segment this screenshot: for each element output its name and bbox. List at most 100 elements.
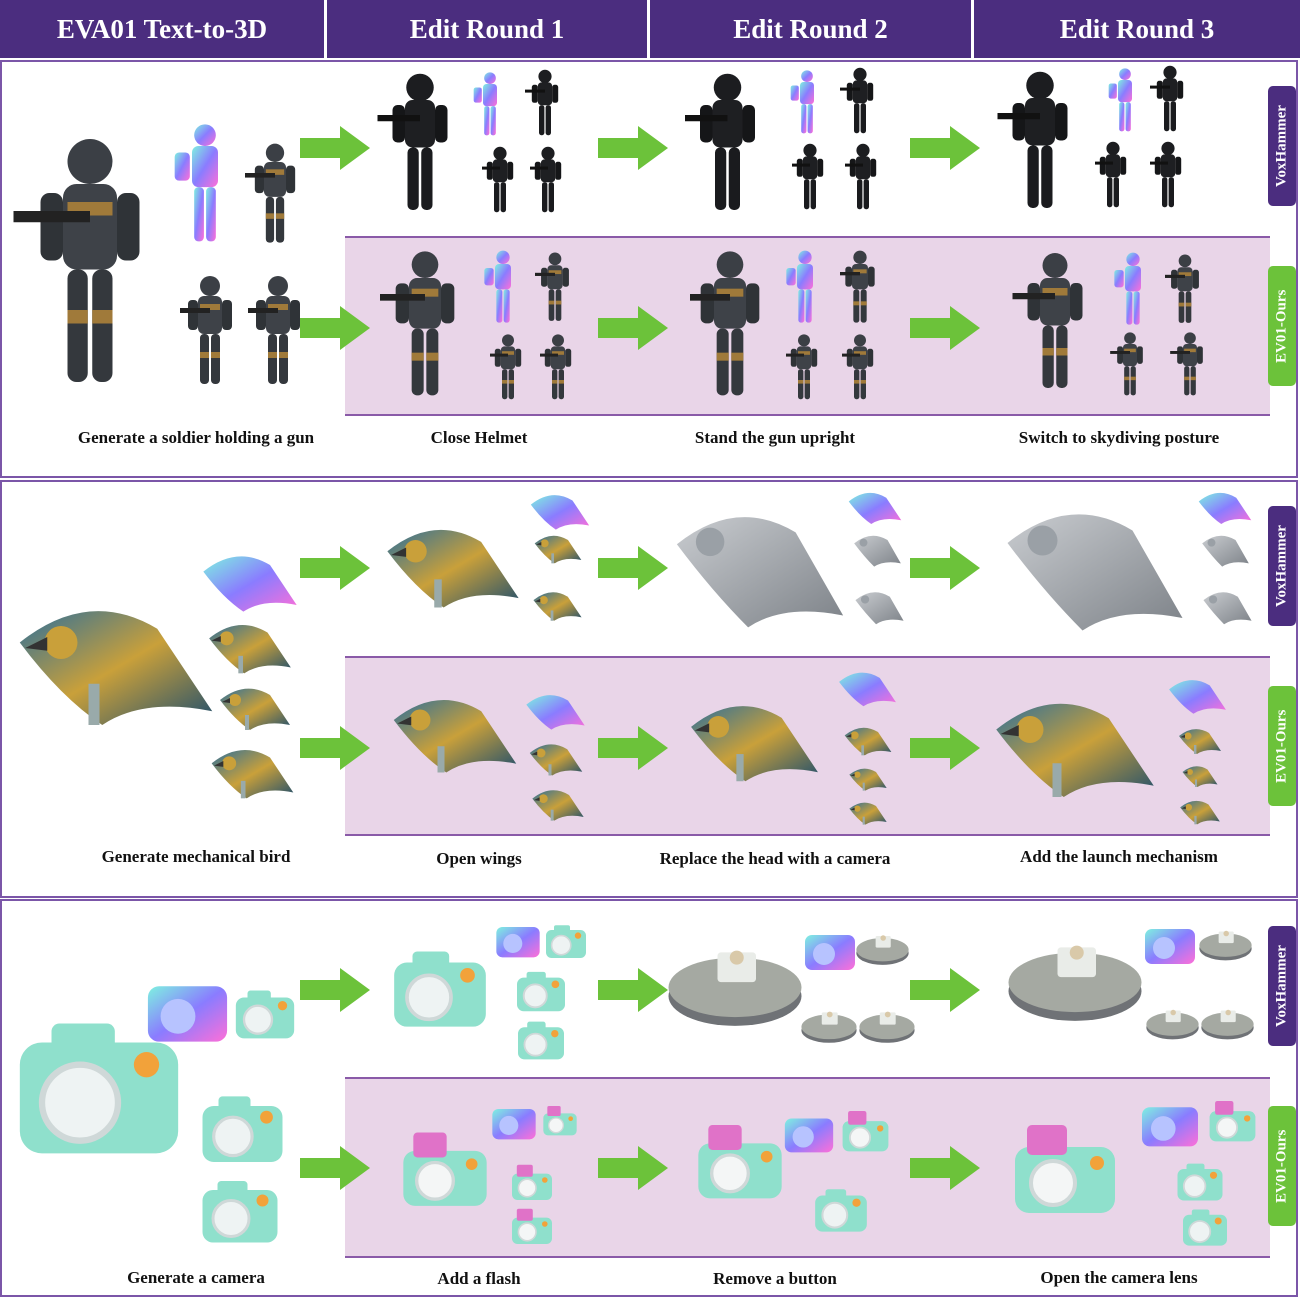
caption-open-lens: Open the camera lens	[1040, 1268, 1198, 1287]
vox-r3-bird-view	[1200, 572, 1255, 642]
bird-view	[215, 680, 295, 740]
caption-generate-soldier: Generate a soldier holding a gun	[77, 428, 315, 447]
vox-r3-normal	[1140, 918, 1200, 970]
tag-voxhammer: VoxHammer	[1268, 506, 1296, 626]
ours-r2-view	[840, 248, 880, 328]
ours-r3-normal	[1135, 1096, 1205, 1152]
arrow-icon	[300, 968, 370, 1012]
caption-skydiving: Switch to skydiving posture	[1018, 428, 1220, 447]
ours-r2-normal	[780, 248, 830, 328]
arrow-icon	[300, 306, 370, 350]
ours-r2-bird-view	[838, 722, 898, 762]
vox-r3-disk	[1005, 918, 1145, 1038]
header-row: EVA01 Text-to-3D Edit Round 1 Edit Round…	[0, 0, 1300, 58]
caption-remove-button: Remove a button	[713, 1269, 837, 1288]
caption-replace-head: Replace the head with a camera	[659, 849, 891, 868]
ours-r2-bird-view	[838, 764, 898, 796]
vox-r2-soldier	[680, 70, 775, 220]
camera-front-view	[190, 1090, 295, 1170]
vox-r2-disk	[665, 928, 805, 1038]
vox-r2-view	[845, 142, 881, 214]
ours-r2-camera	[690, 1110, 790, 1220]
ours-r3-view	[1165, 330, 1215, 400]
caption-close-helmet: Close Helmet	[430, 428, 528, 447]
vox-r2-view	[800, 1000, 858, 1050]
ours-r3-view	[1105, 330, 1155, 400]
header-round-3: Edit Round 3	[974, 0, 1300, 58]
caption-open-wings: Open wings	[436, 849, 522, 868]
ours-band-camera	[345, 1079, 1270, 1256]
caption-stand-gun: Stand the gun upright	[694, 428, 856, 447]
ours-r3-view	[1175, 1206, 1235, 1250]
vox-r1-camera-view	[512, 1018, 570, 1064]
vox-r1-bird	[378, 490, 528, 650]
ours-r3-bird-normal	[1165, 670, 1230, 725]
vox-r1-bird-view	[528, 530, 588, 570]
ours-r2-view	[842, 330, 878, 406]
soldier-back-view	[245, 140, 305, 250]
arrow-icon	[598, 546, 668, 590]
ours-r3-soldier	[1010, 248, 1100, 398]
caption-launch-mechanism: Add the launch mechanism	[1020, 847, 1218, 866]
vox-r1-camera	[385, 915, 495, 1065]
vox-r1-camera-view	[542, 918, 590, 966]
arrow-icon	[598, 968, 668, 1012]
arrow-icon	[910, 306, 980, 350]
ours-r3-bird-view	[1170, 796, 1230, 830]
ours-r1-bird-normal	[518, 688, 593, 738]
ours-r3-bird-view	[1170, 762, 1230, 792]
arrow-icon	[598, 126, 668, 170]
camera-side-view	[230, 970, 300, 1060]
caption-add-flash: Add a flash	[437, 1269, 521, 1288]
ours-r1-camera-view	[540, 1092, 580, 1152]
arrow-icon	[910, 726, 980, 770]
vox-r3-view	[1198, 916, 1253, 971]
ours-r3-view	[1170, 1160, 1230, 1205]
vox-r3-view	[1150, 140, 1186, 212]
vox-r2-normal	[782, 68, 832, 138]
vox-r1-view	[530, 145, 566, 217]
ours-r3-normal	[1108, 250, 1158, 330]
tag-ev01-ours: EV01-Ours	[1268, 686, 1296, 806]
camera-normal-view	[140, 965, 235, 1055]
ours-r2-bird-normal	[835, 660, 900, 720]
divider	[345, 236, 1270, 238]
section-soldier	[0, 60, 1298, 478]
ours-r2-soldier	[690, 246, 770, 406]
arrow-icon	[300, 546, 370, 590]
soldier-front-view	[180, 268, 240, 396]
ours-r1-camera-view	[508, 1206, 556, 1250]
ours-r1-camera-view	[508, 1162, 556, 1206]
ours-r1-view	[535, 250, 575, 326]
arrow-icon	[910, 126, 980, 170]
vox-r3-bird-normal	[1195, 486, 1255, 532]
ours-r3-bird-view	[1170, 724, 1230, 760]
ours-r1-view	[490, 330, 526, 406]
ours-r1-bird-view	[522, 738, 590, 783]
vox-r3-soldier	[990, 68, 1090, 218]
bird-view	[205, 740, 300, 810]
ours-r3-view	[1165, 252, 1205, 328]
arrow-icon	[598, 306, 668, 350]
ours-r1-bird-view	[526, 784, 590, 828]
vox-r2-bird-view	[852, 572, 907, 642]
divider	[345, 656, 1270, 658]
vox-r1-bird-view	[530, 572, 585, 642]
divider	[345, 834, 1270, 836]
arrow-icon	[300, 726, 370, 770]
vox-r1-view	[482, 145, 518, 217]
camera-back-view	[190, 1175, 290, 1250]
ours-r2-view	[786, 330, 822, 406]
vox-r1-camera-view	[512, 968, 570, 1016]
ours-r2-bird	[682, 660, 827, 830]
ours-r3-camera	[1005, 1098, 1125, 1248]
header-generation: EVA01 Text-to-3D	[0, 0, 324, 58]
tag-voxhammer: VoxHammer	[1268, 86, 1296, 206]
caption-generate-camera: Generate a camera	[127, 1268, 265, 1287]
ours-r2-view	[838, 1100, 893, 1166]
arrow-icon	[300, 126, 370, 170]
arrow-icon	[598, 726, 668, 770]
divider	[345, 1256, 1270, 1258]
header-round-2: Edit Round 2	[650, 0, 971, 58]
vox-r3-normal	[1100, 66, 1150, 136]
